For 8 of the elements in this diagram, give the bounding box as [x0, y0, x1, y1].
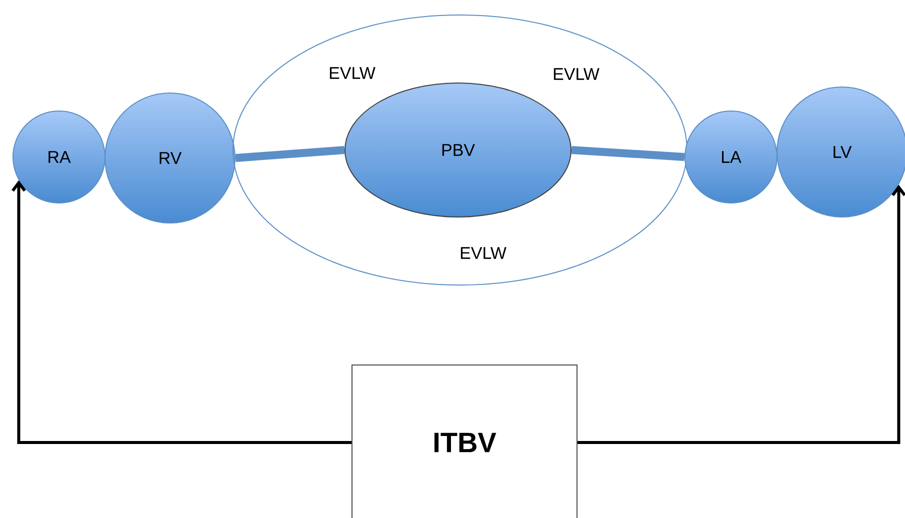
region-label: EVLW	[330, 67, 376, 79]
volume-box: ITBV	[352, 364, 578, 518]
connector-line	[235, 146, 345, 162]
arrow	[578, 184, 905, 444]
region-label: EVLW	[554, 68, 600, 80]
arrow	[12, 180, 352, 444]
connector-line	[571, 146, 685, 161]
region-label: EVLW	[460, 247, 506, 259]
